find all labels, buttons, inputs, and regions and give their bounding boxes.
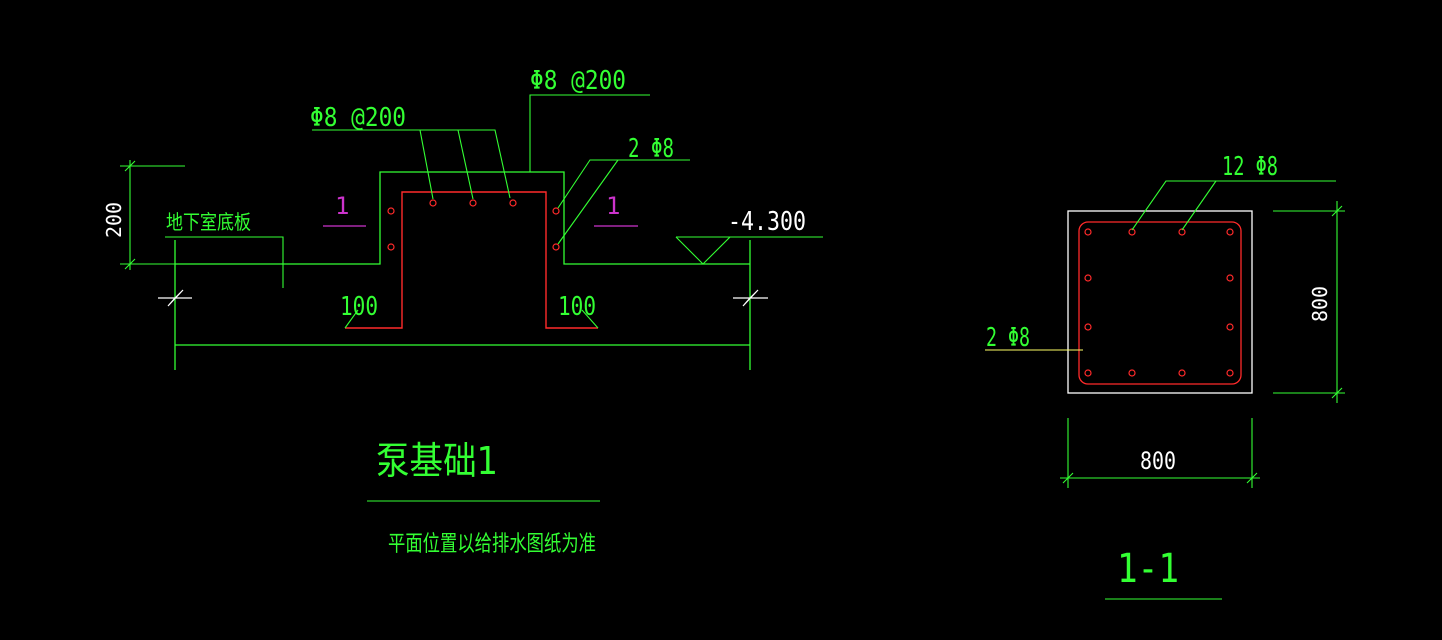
section-rebar-dot bbox=[1226, 323, 1234, 331]
dim-800v-text: 800 bbox=[1308, 286, 1332, 322]
leader-hook-left bbox=[344, 309, 359, 329]
leader-stirrup-left bbox=[457, 129, 474, 200]
dim-800h-text: 800 bbox=[1140, 447, 1176, 475]
label-section-top-bars: 12 Φ8 bbox=[1222, 152, 1278, 182]
section-rebar-dot bbox=[1084, 369, 1092, 377]
elevation-value: -4.300 bbox=[728, 207, 806, 237]
section-view: 12 Φ8 2 Φ8 800 800 1-1 bbox=[985, 152, 1345, 600]
section-rebar-dot bbox=[1226, 274, 1234, 282]
dim-200-tick bbox=[124, 160, 136, 172]
drawing-note: 平面位置以给排水图纸为准 bbox=[388, 532, 596, 557]
elevation-marker bbox=[675, 236, 732, 265]
rebar-dot bbox=[552, 243, 560, 251]
dim-200-tick bbox=[124, 258, 136, 270]
rebar-dot bbox=[429, 199, 437, 207]
leader-hook-right bbox=[581, 309, 599, 329]
section-rebar-stirrup bbox=[1078, 221, 1242, 385]
section-rebar-dot bbox=[1226, 369, 1234, 377]
label-section-side-bars: 2 Φ8 bbox=[986, 323, 1030, 353]
break-symbol-left bbox=[158, 289, 192, 307]
leader-stirrup-left bbox=[312, 129, 511, 199]
leader-slab bbox=[165, 236, 284, 288]
label-stirrup-top: Φ8 @200 bbox=[530, 66, 626, 96]
rebar-dot bbox=[469, 199, 477, 207]
rebar-dot bbox=[509, 199, 517, 207]
leader-bars-right bbox=[557, 159, 619, 245]
hook-right-text: 100 bbox=[558, 292, 596, 322]
drawing-title: 泵基础1 bbox=[376, 439, 498, 483]
dim-800h-tick bbox=[1246, 472, 1258, 484]
section-title: 1-1 bbox=[1117, 546, 1179, 592]
leader-stirrup-top bbox=[529, 94, 650, 172]
rebar-dot bbox=[387, 207, 395, 215]
rebar-dot bbox=[387, 243, 395, 251]
dim-200-text: 200 bbox=[102, 202, 126, 238]
section-rebar-dot bbox=[1178, 228, 1186, 236]
elevation-view: Φ8 @200 Φ8 @200 2 Φ8 200 地下室底板 1 1 -4.30… bbox=[102, 66, 823, 557]
section-rebar-dot bbox=[1084, 228, 1092, 236]
section-mark-left: 1 bbox=[335, 192, 349, 220]
label-bars-right: 2 Φ8 bbox=[628, 134, 674, 164]
label-slab: 地下室底板 bbox=[166, 210, 251, 234]
section-rebar-dot bbox=[1226, 228, 1234, 236]
section-mark-right: 1 bbox=[606, 192, 620, 220]
break-symbol-right bbox=[733, 289, 768, 307]
label-stirrup-left: Φ8 @200 bbox=[310, 103, 406, 133]
leader-stirrup-left bbox=[419, 129, 434, 200]
section-outline bbox=[1067, 210, 1253, 394]
leader-bars-right bbox=[557, 159, 690, 209]
hook-left-text: 100 bbox=[340, 292, 378, 322]
pump-base-outline bbox=[175, 171, 750, 265]
dim-800v-tick bbox=[1331, 205, 1343, 217]
leader-section-top bbox=[1181, 180, 1217, 231]
section-rebar-dot bbox=[1128, 228, 1136, 236]
section-rebar-dot bbox=[1084, 274, 1092, 282]
section-rebar-dot bbox=[1178, 369, 1186, 377]
dim-800v-tick bbox=[1331, 387, 1343, 399]
leader-section-top bbox=[1131, 180, 1336, 231]
section-rebar-dot bbox=[1084, 323, 1092, 331]
dim-800h-tick bbox=[1062, 472, 1074, 484]
section-rebar-dot bbox=[1128, 369, 1136, 377]
rebar-main bbox=[345, 191, 598, 329]
rebar-dot bbox=[552, 207, 560, 215]
